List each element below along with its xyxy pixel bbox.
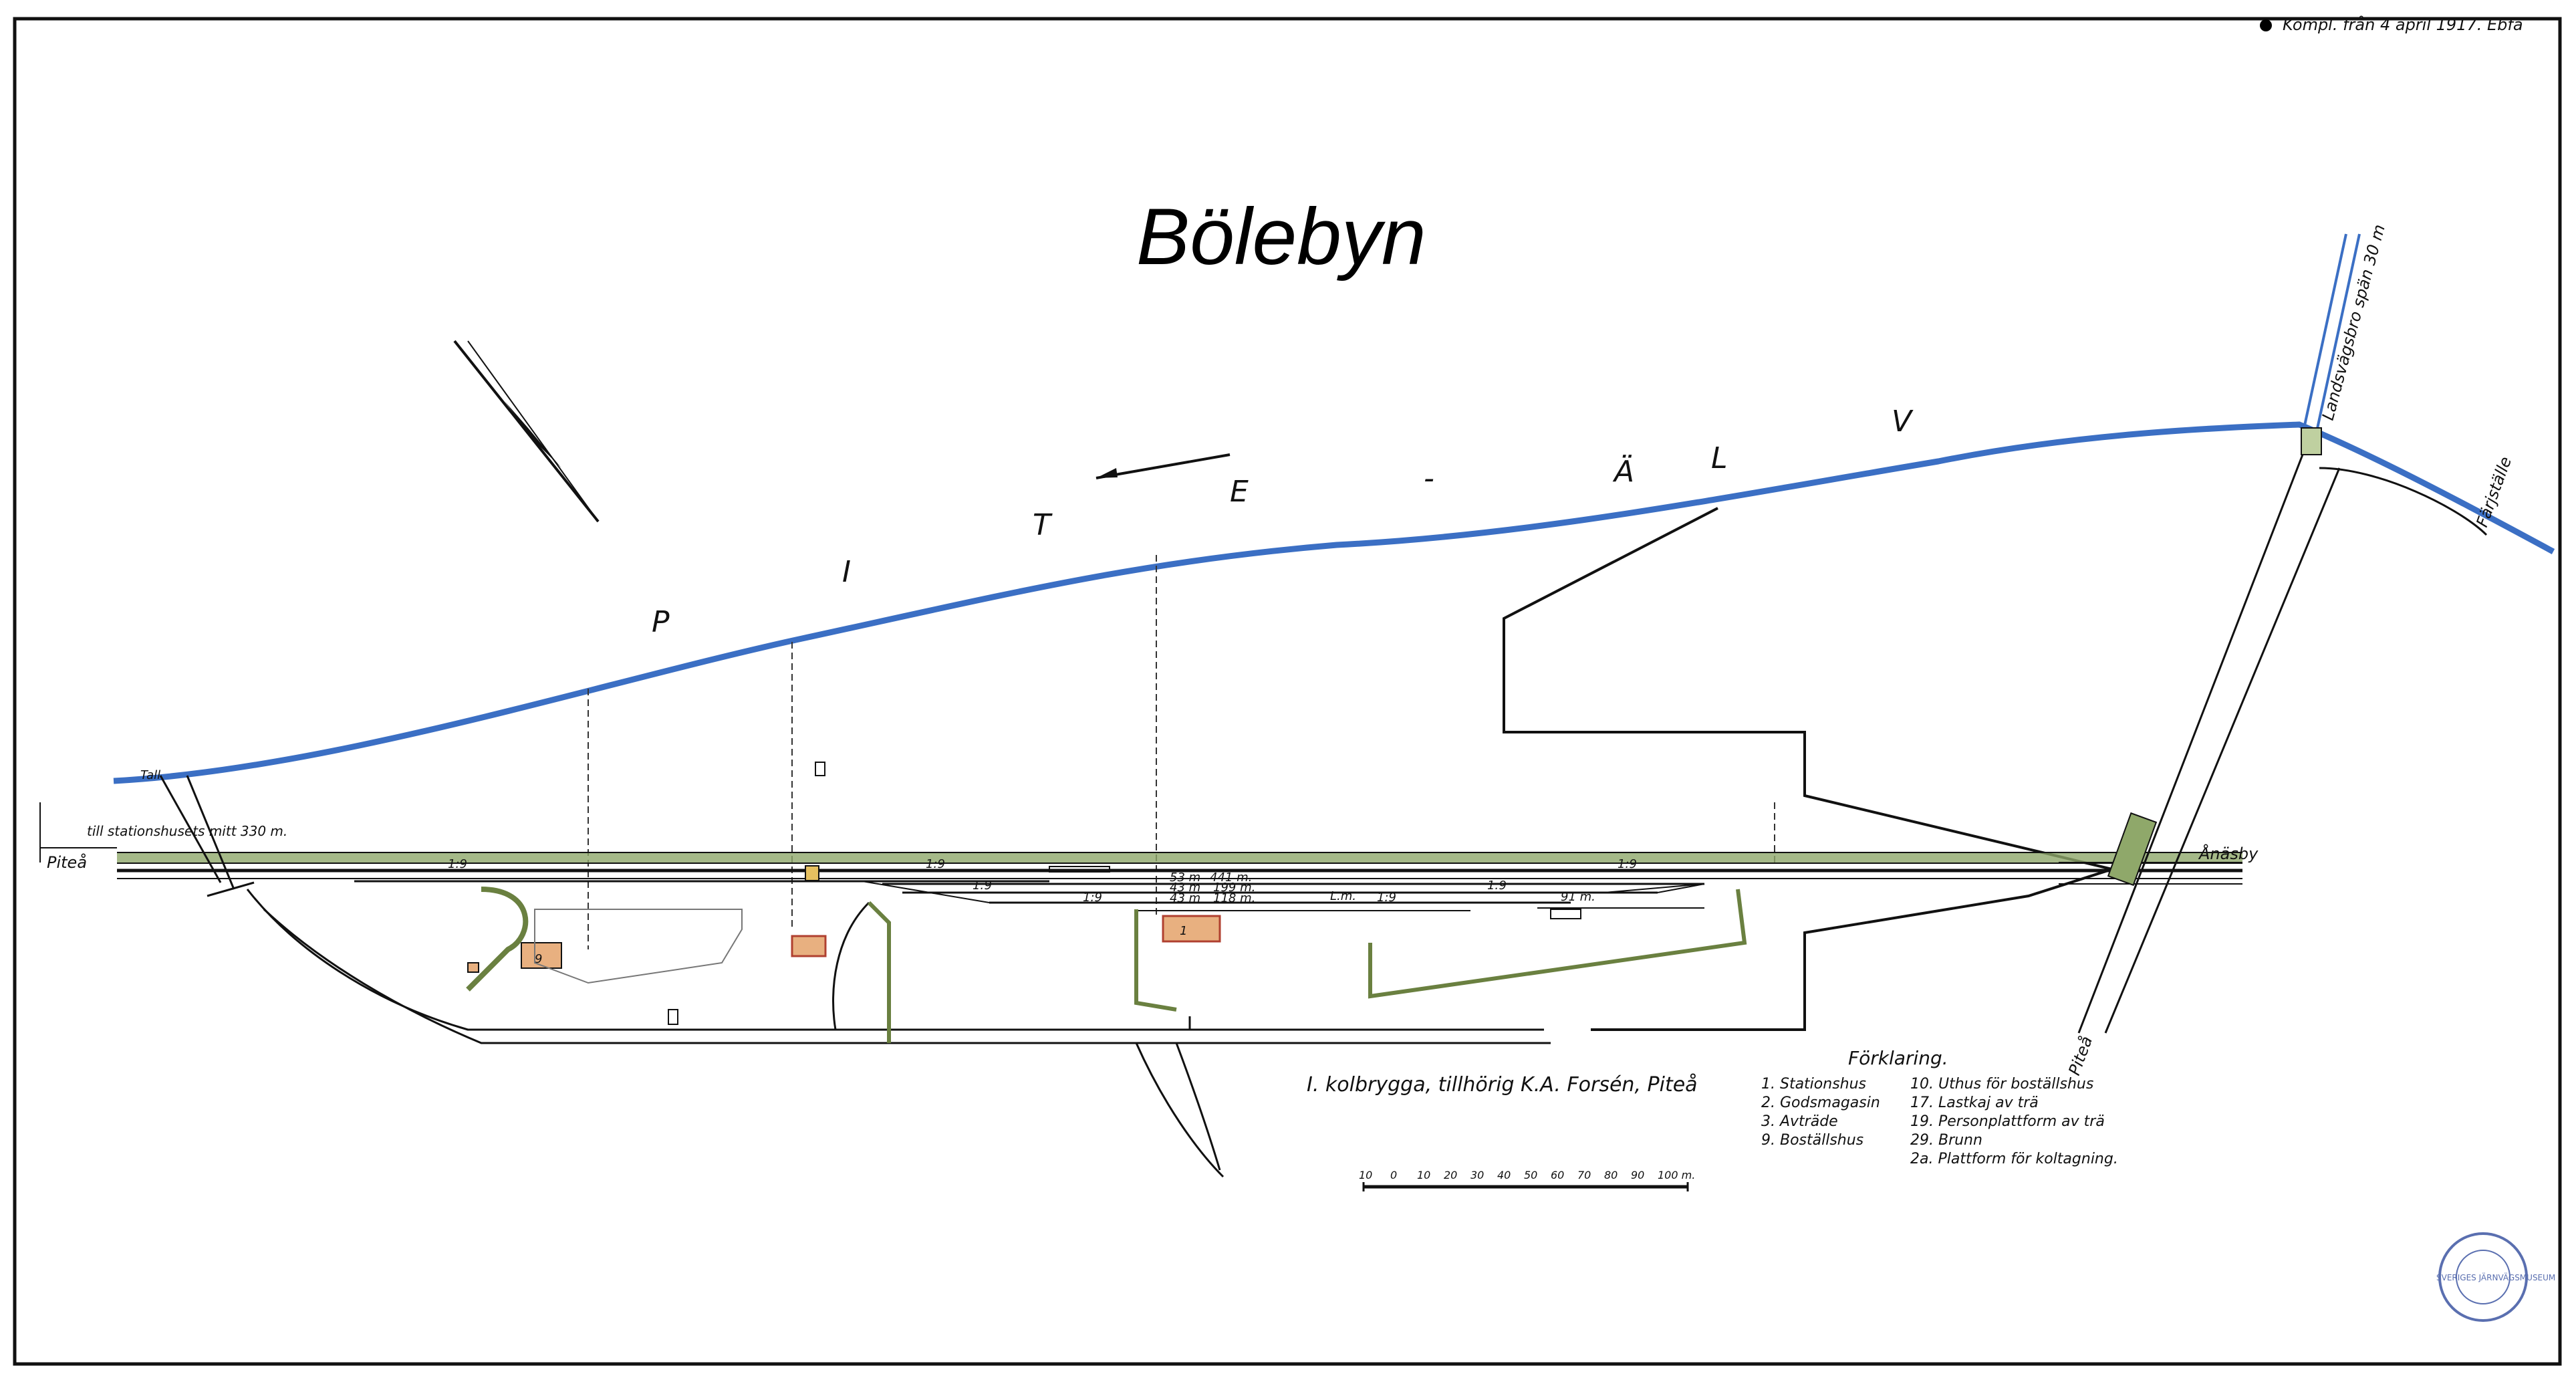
river-letter: L <box>1711 441 1728 475</box>
scale-label: 90 <box>1631 1169 1644 1181</box>
stamp-text: SVERIGES JÄRNVÄGSMUSEUM <box>2436 1272 2555 1282</box>
museum-stamp: SVERIGES JÄRNVÄGSMUSEUM <box>2436 1232 2555 1322</box>
scale-label: 0 <box>1390 1169 1397 1181</box>
svg-text:1:9: 1:9 <box>973 879 992 893</box>
buildings: 9 1 <box>467 762 1581 1025</box>
river-flow-arrow-icon <box>1096 453 1231 479</box>
svg-text:L.m.: L.m. <box>1330 889 1356 903</box>
hedge <box>1134 909 1177 1012</box>
svg-text:1:9: 1:9 <box>1083 891 1102 905</box>
svg-text:43 m: 43 m <box>1170 891 1200 905</box>
station-house <box>791 935 827 957</box>
svg-text:199 m.: 199 m. <box>1213 881 1255 895</box>
completion-annotation: Kompl. från 4 april 1917. Ebfa <box>2283 15 2523 34</box>
svg-text:43 m: 43 m <box>1170 881 1200 895</box>
svg-text:118 m.: 118 m. <box>1213 891 1255 905</box>
diagonal-road-town-label: Piteå <box>2064 1034 2096 1078</box>
distance-note: till stationshusets mitt 330 m. <box>87 823 287 839</box>
river-name-letters: P I T E - Ä L V <box>652 405 1914 639</box>
svg-text:53 m: 53 m <box>1170 871 1200 885</box>
river-letter: V <box>1892 405 1914 439</box>
river-letter: Ä <box>1612 454 1634 489</box>
legend-item: 9. Boställshus <box>1761 1132 1863 1149</box>
town-label-left: Piteå <box>47 852 87 872</box>
scale-label: 20 <box>1444 1169 1457 1181</box>
river-letter: E <box>1230 475 1249 509</box>
goods-shed <box>1162 915 1221 943</box>
legend-item: 2. Godsmagasin <box>1761 1095 1880 1111</box>
property-boundary <box>1503 507 2117 1031</box>
roads <box>246 889 1551 1178</box>
scale-label: 30 <box>1470 1169 1484 1181</box>
river-letter: T <box>1033 508 1053 542</box>
river-letter: P <box>652 605 670 639</box>
scale-label: 10 <box>1417 1169 1430 1181</box>
svg-text:1: 1 <box>1180 924 1187 938</box>
scale-label: 10 <box>1359 1169 1372 1181</box>
svg-text:1:9: 1:9 <box>448 857 467 871</box>
legend-title: Förklaring. <box>1848 1047 1948 1069</box>
scale-label: 50 <box>1524 1169 1537 1181</box>
embankment <box>117 852 2242 863</box>
hedge <box>1368 889 1747 999</box>
legend-item: 1. Stationshus <box>1761 1076 1866 1093</box>
yard-outline <box>534 909 743 984</box>
small-structure <box>815 762 825 776</box>
platform <box>1049 866 1110 873</box>
left-approach <box>39 775 255 897</box>
landsvag-label: Landsvägsbro spän 30 m <box>2319 223 2389 423</box>
river-bank-line <box>113 421 2555 784</box>
annotation-dot <box>2260 19 2272 31</box>
hedge <box>466 887 529 992</box>
legend-item: 2a. Plattform för koltagning. <box>1910 1151 2118 1167</box>
svg-text:1:9: 1:9 <box>1618 857 1637 871</box>
svg-text:9: 9 <box>535 952 542 966</box>
north-arrow-icon <box>453 340 600 523</box>
bridge-abutment <box>2301 427 2322 455</box>
svg-text:441 m.: 441 m. <box>1210 871 1252 885</box>
svg-text:1:9: 1:9 <box>1377 891 1396 905</box>
scale-label: 80 <box>1604 1169 1618 1181</box>
scale-bar: 10 0 10 20 30 40 50 60 70 80 90 100 m. <box>1359 1169 1695 1191</box>
svg-text:1:9: 1:9 <box>926 857 945 871</box>
scale-label: 60 <box>1551 1169 1564 1181</box>
scale-label: 70 <box>1577 1169 1591 1181</box>
platform-marker <box>805 865 819 881</box>
level-crossing <box>2107 812 2158 887</box>
railway-tracks <box>117 862 2242 911</box>
legend-item: 29. Brunn <box>1910 1132 1982 1149</box>
legend-item: 10. Uthus för boställshus <box>1910 1076 2093 1093</box>
small-structure <box>668 1009 678 1025</box>
loading-dock <box>1550 909 1581 919</box>
coalbridge-note: I. kolbrygga, tillhörig K.A. Forsén, Pit… <box>1307 1073 1698 1097</box>
legend-item: 3. Avträde <box>1761 1113 1838 1130</box>
town-label-right: Ånäsby <box>2198 844 2259 863</box>
map-title: Bölebyn <box>1136 192 1426 281</box>
farjstalle-label: Färjställe <box>2472 454 2515 530</box>
hedge <box>867 901 891 1043</box>
scale-label: 100 m. <box>1658 1169 1695 1181</box>
river-letter: I <box>842 555 851 589</box>
legend-item: 19. Personplattform av trä <box>1910 1113 2105 1130</box>
scale-label: 40 <box>1497 1169 1511 1181</box>
diagonal-road <box>2077 454 2488 1034</box>
river-letter: - <box>1424 461 1434 495</box>
outhouse <box>467 962 479 973</box>
building-9 <box>521 942 562 969</box>
legend-item: 17. Lastkaj av trä <box>1910 1095 2039 1111</box>
bridge-label: Tall <box>140 768 160 782</box>
svg-text:91 m.: 91 m. <box>1561 890 1595 904</box>
drawing-border <box>13 17 2562 1366</box>
track-labels: 1:9 1:9 1:9 1:9 1:9 1:9 1:9 53 m 441 m. … <box>448 857 1637 905</box>
legend: Förklaring. 1. Stationshus 2. Godsmagasi… <box>1761 1047 2118 1167</box>
road-bridge <box>2301 233 2361 435</box>
svg-text:1:9: 1:9 <box>1487 879 1507 893</box>
